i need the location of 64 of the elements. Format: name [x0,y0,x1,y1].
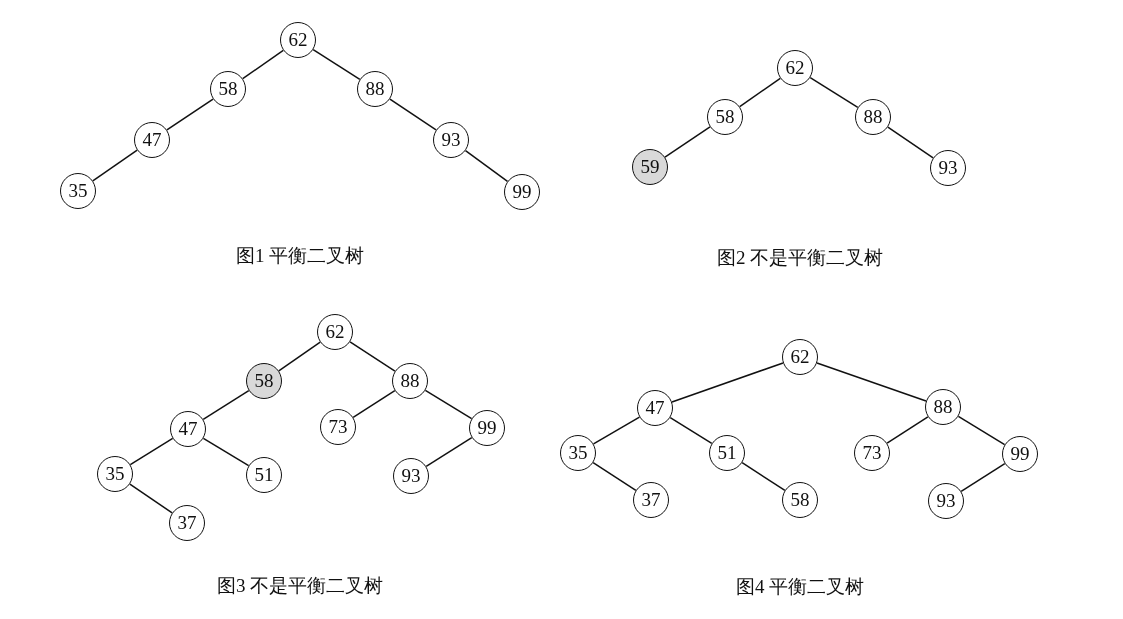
tree-edge [887,126,934,159]
tree-edge [389,98,437,131]
tree-node: 59 [632,149,668,185]
tree-node: 35 [97,456,133,492]
tree-edge [202,389,250,421]
figure-caption: 图2 不是平衡二叉树 [716,246,884,270]
tree-node: 35 [60,173,96,209]
tree-node: 47 [134,122,170,158]
tree-edge [464,149,509,183]
tree-edge [671,362,784,403]
tree-edge [816,362,927,402]
tree-edge [129,483,173,514]
tree-node: 51 [246,457,282,493]
tree-edge [352,389,396,419]
tree-edge [92,149,138,182]
tree-node: 88 [855,99,891,135]
tree-node: 93 [930,150,966,186]
tree-node: 99 [504,174,540,210]
tree-edge [669,416,713,445]
tree-node: 88 [392,363,428,399]
tree-node: 58 [246,363,282,399]
tree-edge [741,462,786,491]
tree-node: 93 [433,122,469,158]
tree-node: 99 [1002,436,1038,472]
tree-node: 62 [777,50,813,86]
tree-edge [129,437,174,466]
tree-edge [664,126,711,158]
tree-edge [809,76,859,109]
tree-node: 37 [169,505,205,541]
tree-node: 99 [469,410,505,446]
tree-node: 73 [854,435,890,471]
tree-edge [349,341,396,372]
tree-edge [957,415,1006,446]
tree-node: 73 [320,409,356,445]
tree-edge [202,437,250,467]
tree-node: 37 [633,482,669,518]
tree-node: 58 [707,99,743,135]
tree-edge [960,462,1006,493]
tree-edge [278,341,321,372]
tree-node: 93 [928,483,964,519]
tree-node: 62 [280,22,316,58]
figure-caption: 图3 不是平衡二叉树 [216,574,384,598]
tree-edge [886,416,929,444]
tree-edge [424,389,473,420]
tree-edge [425,436,473,468]
tree-node: 58 [782,482,818,518]
tree-node: 93 [393,458,429,494]
tree-edge [166,98,214,131]
tree-node: 47 [637,390,673,426]
tree-edge [312,48,361,81]
tree-node: 88 [925,389,961,425]
figure-caption: 图1 平衡二叉树 [235,244,365,268]
tree-edge [592,462,637,491]
tree-edge [592,416,641,445]
tree-edge [739,77,781,108]
tree-node: 47 [170,411,206,447]
figure-caption: 图4 平衡二叉树 [735,575,865,599]
tree-node: 62 [782,339,818,375]
tree-edge [242,49,284,80]
tree-node: 58 [210,71,246,107]
tree-node: 88 [357,71,393,107]
tree-node: 51 [709,435,745,471]
tree-node: 35 [560,435,596,471]
tree-node: 62 [317,314,353,350]
